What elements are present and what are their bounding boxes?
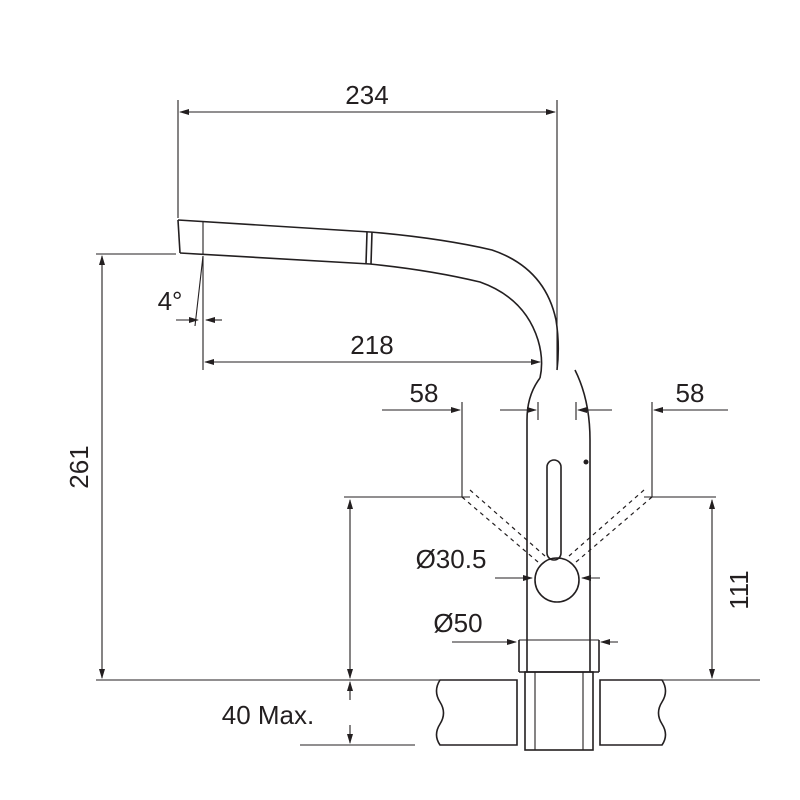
dim-lever-diameter: Ø30.5 bbox=[416, 544, 600, 581]
label-lever-diameter: Ø30.5 bbox=[416, 544, 487, 574]
dim-lever-right: 58 bbox=[575, 378, 728, 497]
dim-height: 261 bbox=[64, 253, 760, 681]
label-overall-width: 234 bbox=[345, 80, 388, 110]
label-lever-right: 58 bbox=[676, 378, 705, 408]
label-base-diameter: Ø50 bbox=[433, 608, 482, 638]
countertop-section bbox=[435, 679, 667, 746]
label-mount-thickness: 40 Max. bbox=[222, 700, 315, 730]
dim-base-diameter: Ø50 bbox=[433, 608, 618, 645]
dim-reach: 218 bbox=[202, 256, 541, 370]
faucet-body bbox=[518, 369, 600, 672]
dim-angle: 4° bbox=[158, 255, 222, 327]
label-height: 261 bbox=[64, 445, 94, 488]
lever-handle bbox=[461, 459, 653, 603]
label-lever-left: 58 bbox=[410, 378, 439, 408]
mounting-shank bbox=[519, 671, 599, 751]
dim-lever-left: 58 bbox=[382, 378, 539, 497]
label-reach: 218 bbox=[350, 330, 393, 360]
dim-mount-thickness: 40 Max. bbox=[222, 681, 415, 746]
label-angle: 4° bbox=[158, 286, 183, 316]
faucet-spout bbox=[177, 219, 560, 379]
dim-lever-height: 111 bbox=[344, 496, 754, 679]
label-lever-height: 111 bbox=[724, 570, 754, 610]
dim-overall-width: 234 bbox=[177, 80, 558, 368]
